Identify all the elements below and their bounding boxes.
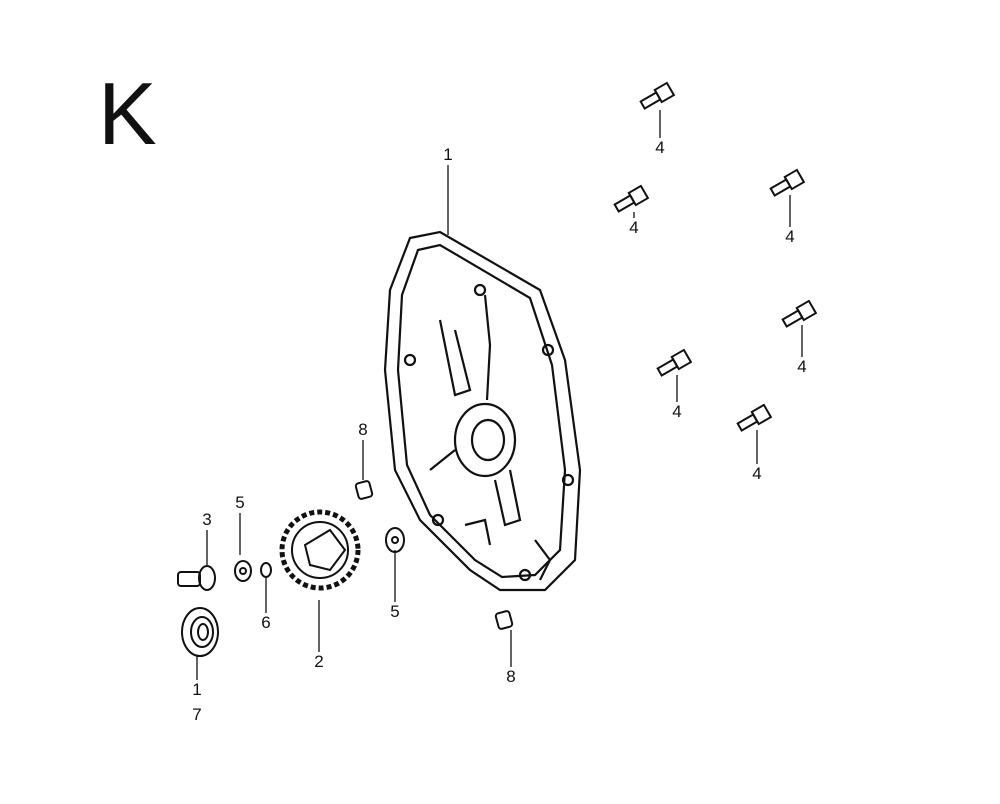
oil-seal-part [181,607,219,657]
callout-oil-seal-sub: 1 [192,680,202,699]
callout-bolt: 4 [752,464,762,483]
gear-part [279,509,361,591]
section-letter: K [98,64,157,163]
callout-washer: 5 [390,602,400,621]
callout-shaft: 3 [202,510,212,529]
dowel-upper-part [354,480,374,500]
callout-bolt: 4 [672,402,682,421]
case-cover-part [383,230,582,592]
shaft-part [177,565,216,591]
callout-washer: 5 [235,493,245,512]
washer-right-part [385,527,405,553]
washer-left-part [234,560,252,582]
callout-dowel: 8 [358,420,368,439]
small-parts [177,480,514,657]
callout-bolt: 4 [655,138,665,157]
leader-lines [196,110,803,680]
callout-bolt: 4 [797,357,807,376]
callout-dowel: 8 [506,667,516,686]
clip-part [260,562,272,578]
dowel-lower-part [494,610,514,630]
callout-bolt: 4 [785,227,795,246]
bolt-parts [613,81,818,432]
callout-clip: 6 [261,613,271,632]
callout-oil-seal: 7 [192,705,202,724]
callout-gear: 2 [314,652,324,671]
callout-bolt: 4 [629,218,639,237]
callout-case-cover: 1 [443,145,453,164]
